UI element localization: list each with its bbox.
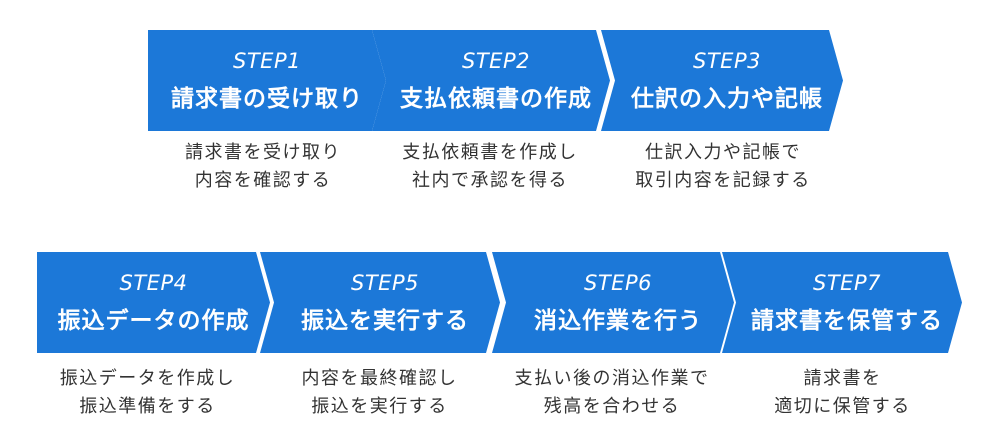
desc-line: 適切に保管する (774, 396, 911, 417)
step-5-chevron: STEP5 振込を実行する (260, 252, 500, 353)
desc-line: 支払依頼書を作成し (402, 142, 578, 163)
step-title: 請求書の受け取り (171, 85, 363, 112)
step-title: 振込を実行する (301, 307, 469, 334)
step-7-description: 請求書を適切に保管する (725, 365, 960, 421)
chevron-shape (601, 30, 843, 131)
desc-line: 振込を実行する (311, 396, 448, 417)
step-4-chevron: STEP4 振込データの作成 (37, 252, 270, 353)
step-3-chevron: STEP3 仕訳の入力や記帳 (601, 30, 843, 131)
step-6-chevron: STEP6 消込作業を行う (492, 252, 734, 353)
desc-line: 残高を合わせる (543, 396, 681, 417)
desc-line: 振込データを作成し (59, 368, 236, 389)
step-title: 支払依頼書の作成 (400, 85, 592, 112)
step-4-description: 振込データを作成し振込準備をする (30, 365, 265, 421)
step-title: 振込データの作成 (57, 307, 250, 334)
step-number: STEP7 (813, 270, 881, 295)
desc-line: 請求書を (803, 368, 882, 389)
step-title: 仕訳の入力や記帳 (631, 85, 823, 112)
step-number: STEP1 (233, 48, 301, 73)
step-2-description: 支払依頼書を作成し社内で承認を得る (375, 139, 605, 195)
desc-line: 仕訳入力や記帳で (645, 142, 801, 163)
step-number: STEP3 (693, 48, 761, 73)
step-7-chevron: STEP7 請求書を保管する (722, 252, 962, 353)
step-title: 請求書を保管する (751, 307, 943, 334)
desc-line: 請求書を受け取り (185, 142, 341, 163)
step-number: STEP2 (462, 48, 530, 73)
step-1-chevron: STEP1 請求書の受け取り (148, 30, 386, 131)
step-number: STEP5 (351, 270, 419, 295)
chevron-shape (148, 30, 386, 131)
step-number: STEP4 (119, 270, 188, 295)
chevron-shape (492, 252, 734, 353)
chevron-shape (260, 252, 500, 353)
desc-line: 支払い後の消込作業で (514, 368, 710, 389)
step-3-description: 仕訳入力や記帳で取引内容を記録する (608, 139, 838, 195)
desc-line: 振込準備をする (79, 396, 216, 417)
desc-line: 内容を最終確認し (301, 368, 458, 389)
step-title: 消込作業を行う (534, 307, 702, 334)
desc-line: 社内で承認を得る (412, 170, 568, 191)
step-6-description: 支払い後の消込作業で残高を合わせる (487, 365, 737, 421)
desc-line: 取引内容を記録する (635, 170, 811, 191)
chevron-shape (37, 252, 270, 353)
step-1-description: 請求書を受け取り内容を確認する (148, 139, 378, 195)
step-5-description: 内容を最終確認し振込を実行する (262, 365, 497, 421)
chevron-shape (372, 30, 610, 131)
step-2-chevron: STEP2 支払依頼書の作成 (372, 30, 610, 131)
desc-line: 内容を確認する (194, 170, 332, 191)
chevron-shape (722, 252, 962, 353)
step-number: STEP6 (584, 270, 652, 295)
